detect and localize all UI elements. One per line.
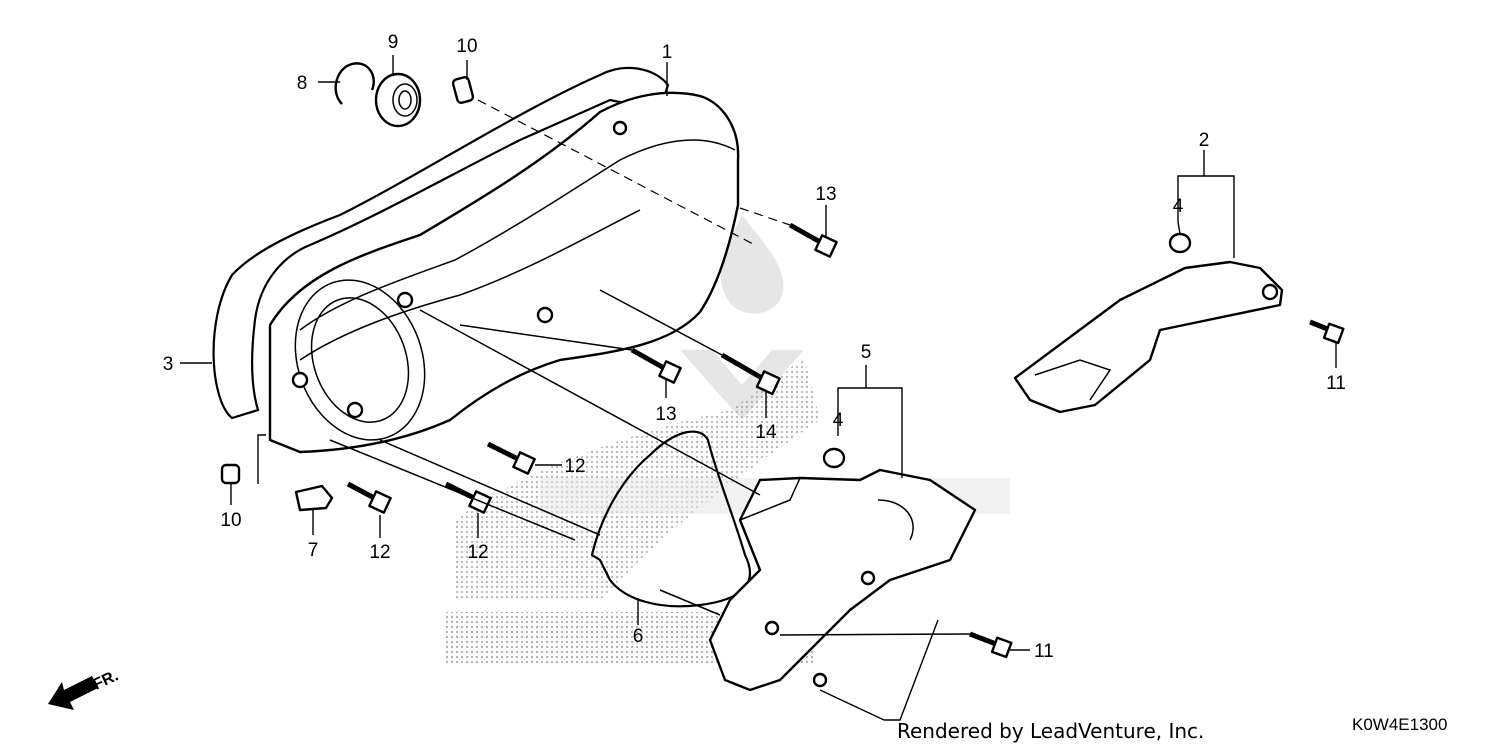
dowel-pin-part-10-lower[interactable] [220,463,241,485]
duct-cover-part-5[interactable] [708,468,977,692]
bearing-part-9[interactable] [374,72,422,128]
front-arrow-icon [48,676,98,710]
leader-lines [180,55,1337,721]
callout-13-upper[interactable]: 13 [815,184,836,205]
callout-12-left[interactable]: 12 [369,542,390,563]
bolt-part-11-lower[interactable] [969,631,1013,659]
bolt-part-12-left[interactable] [346,481,392,514]
dowel-pin-part-10-upper[interactable] [451,76,475,104]
front-label: FR. [91,667,122,693]
crankcase-cover-part-1[interactable] [268,91,740,454]
render-credit: Rendered by LeadVenture, Inc. [897,719,1204,743]
callout-12-right[interactable]: 12 [564,456,585,477]
clamp-part-7[interactable] [294,484,334,512]
callout-5[interactable]: 5 [861,342,872,363]
callout-9[interactable]: 9 [388,32,399,53]
callout-4-upper[interactable]: 4 [1173,196,1184,217]
callout-14[interactable]: 14 [755,422,777,443]
bolt-part-11-upper[interactable] [1309,319,1345,345]
callout-10-lower[interactable]: 10 [220,510,241,531]
callout-12-center[interactable]: 12 [467,542,488,563]
circlip-part-8[interactable] [334,62,375,105]
callout-7[interactable]: 7 [308,540,319,561]
callout-11-upper[interactable]: 11 [1326,373,1346,394]
belt-cover-part-2[interactable] [1013,260,1284,414]
grommet-part-4-lower[interactable] [822,447,846,469]
front-direction-indicator: FR. [48,667,121,710]
callout-3[interactable]: 3 [163,354,174,375]
seal-part-6[interactable] [590,430,752,608]
callout-1[interactable]: 1 [662,42,673,63]
callouts: 1 2 3 4 4 5 6 7 8 9 10 10 11 11 12 12 12… [163,32,1346,662]
bolt-part-13-lower[interactable] [630,347,682,384]
assembly-lines [329,99,971,636]
diagram-code: K0W4E1300 [1352,715,1447,734]
gasket-part-3[interactable] [212,66,670,420]
bolt-part-12-center[interactable] [444,481,492,514]
grommet-part-4-upper[interactable] [1168,232,1192,254]
callout-6[interactable]: 6 [633,626,644,647]
callout-11-lower[interactable]: 11 [1034,641,1054,662]
bolt-part-12-right[interactable] [486,441,536,475]
callout-10-upper[interactable]: 10 [456,36,477,57]
callout-8[interactable]: 8 [297,73,308,94]
callout-13-lower[interactable]: 13 [655,404,676,425]
callout-2[interactable]: 2 [1199,130,1210,151]
bolt-part-14[interactable] [720,352,781,396]
bolt-part-13-upper[interactable] [788,222,838,258]
callout-4-lower[interactable]: 4 [833,410,844,431]
